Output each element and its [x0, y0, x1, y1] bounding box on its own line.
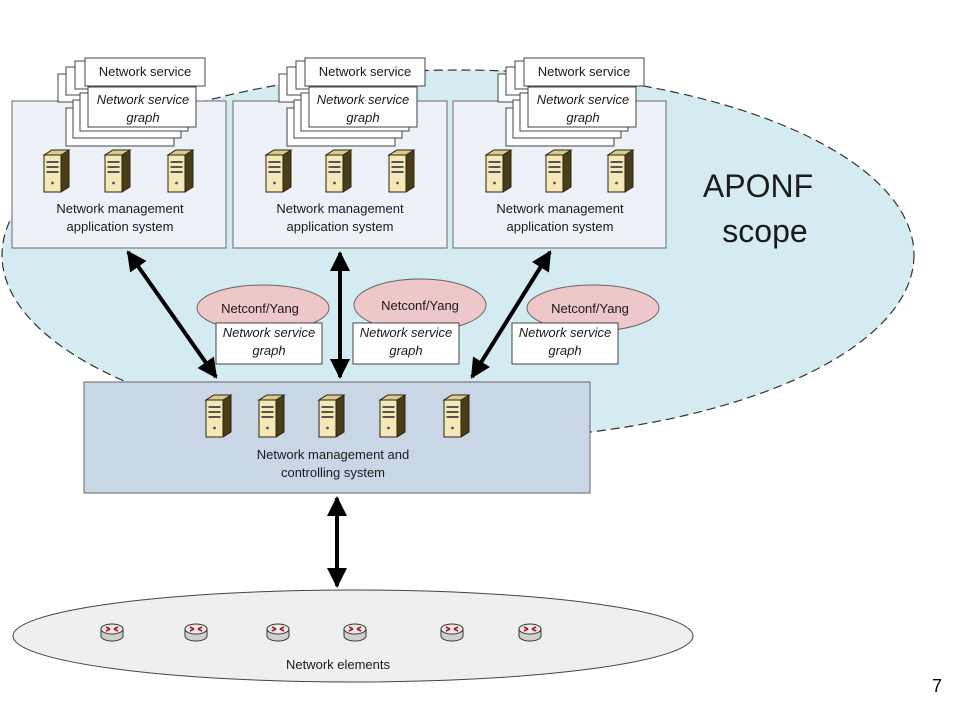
scope-label-line1: APONF: [703, 168, 813, 204]
server-icon: [265, 149, 292, 193]
network-service-stack-1: Network service Network service graph: [57, 57, 206, 147]
page-number: 7: [931, 676, 942, 696]
controller-title-line1: Network management and: [257, 447, 409, 462]
arrow-app1-controller: [126, 250, 218, 379]
server-icon: [379, 394, 406, 438]
router-icon: [440, 623, 464, 642]
graph-label-line1: Network service: [519, 325, 611, 340]
graph-box: [352, 322, 460, 365]
app-system-2: Network service Network service graph Ne…: [232, 57, 448, 249]
graph-label-line1: Network service: [317, 92, 409, 107]
graph-label-line1: Network service: [360, 325, 452, 340]
router-icon: [100, 623, 124, 642]
app-title-line2: application system: [287, 219, 394, 234]
graph-label-line1: Network service: [537, 92, 629, 107]
graph-label-line2: graph: [346, 110, 379, 125]
app-system-3: Network service Network service graph Ne…: [452, 57, 667, 249]
server-icon: [205, 394, 232, 438]
network-service-label: Network service: [538, 64, 630, 79]
network-elements-label: Network elements: [286, 657, 391, 672]
router-icon: [266, 623, 290, 642]
protocol-label: Netconf/Yang: [221, 301, 299, 316]
network-service-stack-3: Network service Network service graph: [497, 57, 645, 147]
graph-label-line2: graph: [566, 110, 599, 125]
graph-box: [215, 322, 323, 365]
router-icon: [184, 623, 208, 642]
app-title-line1: Network management: [56, 201, 184, 216]
router-icon: [518, 623, 542, 642]
server-icon: [388, 149, 415, 193]
server-icon: [167, 149, 194, 193]
graph-label-line2: graph: [548, 343, 581, 358]
app-system-1: Network service Network service graph Ne…: [11, 57, 227, 249]
network-service-label: Network service: [319, 64, 411, 79]
server-icon: [607, 149, 634, 193]
interface-2: Netconf/Yang Network service graph: [352, 278, 487, 365]
graph-label-line1: Network service: [223, 325, 315, 340]
server-icon: [443, 394, 470, 438]
controller-system: Network management and controlling syste…: [83, 381, 591, 494]
arrow-app3-controller: [470, 250, 552, 379]
protocol-label: Netconf/Yang: [381, 298, 459, 313]
server-icon: [318, 394, 345, 438]
network-service-stack-2: Network service Network service graph: [278, 57, 426, 147]
app-title-line2: application system: [67, 219, 174, 234]
graph-label-line2: graph: [252, 343, 285, 358]
app-title-line2: application system: [507, 219, 614, 234]
network-service-label: Network service: [99, 64, 191, 79]
app-title-line1: Network management: [496, 201, 624, 216]
server-icon: [545, 149, 572, 193]
controller-title-line2: controlling system: [281, 465, 385, 480]
graph-label-line1: Network service: [97, 92, 189, 107]
graph-label-line2: graph: [126, 110, 159, 125]
server-icon: [104, 149, 131, 193]
network-elements: Network elements: [12, 589, 694, 683]
server-icon: [485, 149, 512, 193]
server-icon: [325, 149, 352, 193]
server-icon: [43, 149, 70, 193]
scope-label-line2: scope: [722, 213, 807, 249]
interface-1: Netconf/Yang Network service graph: [196, 284, 330, 365]
server-icon: [258, 394, 285, 438]
router-icon: [343, 623, 367, 642]
protocol-label: Netconf/Yang: [551, 301, 629, 316]
app-title-line1: Network management: [276, 201, 404, 216]
graph-label-line2: graph: [389, 343, 422, 358]
